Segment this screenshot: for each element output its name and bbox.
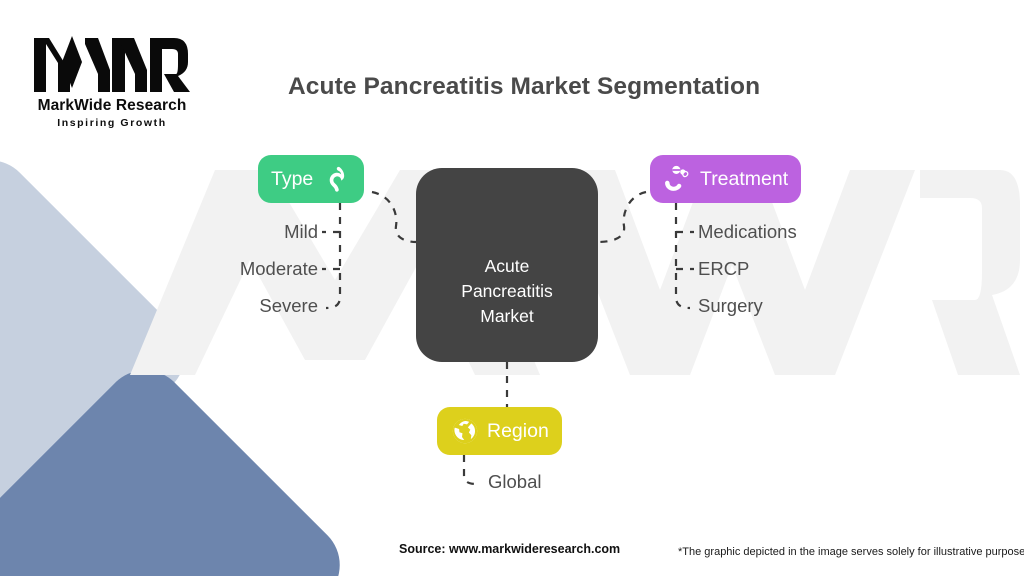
- leaf-type-moderate: Moderate: [239, 258, 318, 279]
- branch-pill-treatment[interactable]: Treatment: [650, 155, 802, 203]
- decorative-square-light: [0, 142, 203, 568]
- branch-pill-region-label: Region: [487, 419, 549, 442]
- disclaimer-text: *The graphic depicted in the image serve…: [678, 546, 1024, 558]
- brand-logo: MarkWide Research Inspiring Growth: [22, 30, 202, 129]
- connector-treatment-spine: [674, 203, 691, 310]
- globe-icon: [450, 416, 480, 446]
- stomach-icon: [321, 164, 351, 194]
- center-node-label: Acute Pancreatitis Market: [461, 255, 553, 326]
- branch-pill-type[interactable]: Type: [258, 155, 365, 203]
- connector-type-spine: [325, 203, 342, 310]
- leaf-treatment-medications: Medications: [698, 221, 797, 242]
- branch-pill-region[interactable]: Region: [437, 407, 562, 455]
- logo-tagline: Inspiring Growth: [57, 117, 167, 129]
- leaf-region-global: Global: [488, 471, 542, 492]
- logo-mark-mwr-icon: [34, 36, 190, 92]
- decorative-square-dark: [0, 352, 358, 576]
- leaf-type-mild: Mild: [284, 221, 318, 242]
- source-text: Source: www.markwideresearch.com: [399, 542, 621, 556]
- connector-type-to-center: [371, 190, 417, 244]
- page-title: Acute Pancreatitis Market Segmentation: [288, 73, 761, 100]
- logo-company-name: MarkWide Research: [37, 97, 187, 114]
- leaf-treatment-ercp: ERCP: [698, 258, 750, 279]
- leaf-type-severe: Severe: [259, 295, 318, 316]
- hand-holding-pills-icon: [663, 164, 693, 194]
- center-node: Acute Pancreatitis Market: [416, 168, 598, 362]
- leaf-treatment-surgery: Surgery: [698, 295, 763, 316]
- branch-pill-treatment-label: Treatment: [700, 167, 789, 190]
- connector-treatment-to-center: [597, 190, 647, 244]
- branch-pill-type-label: Type: [271, 167, 314, 190]
- connector-region-global: [462, 455, 479, 486]
